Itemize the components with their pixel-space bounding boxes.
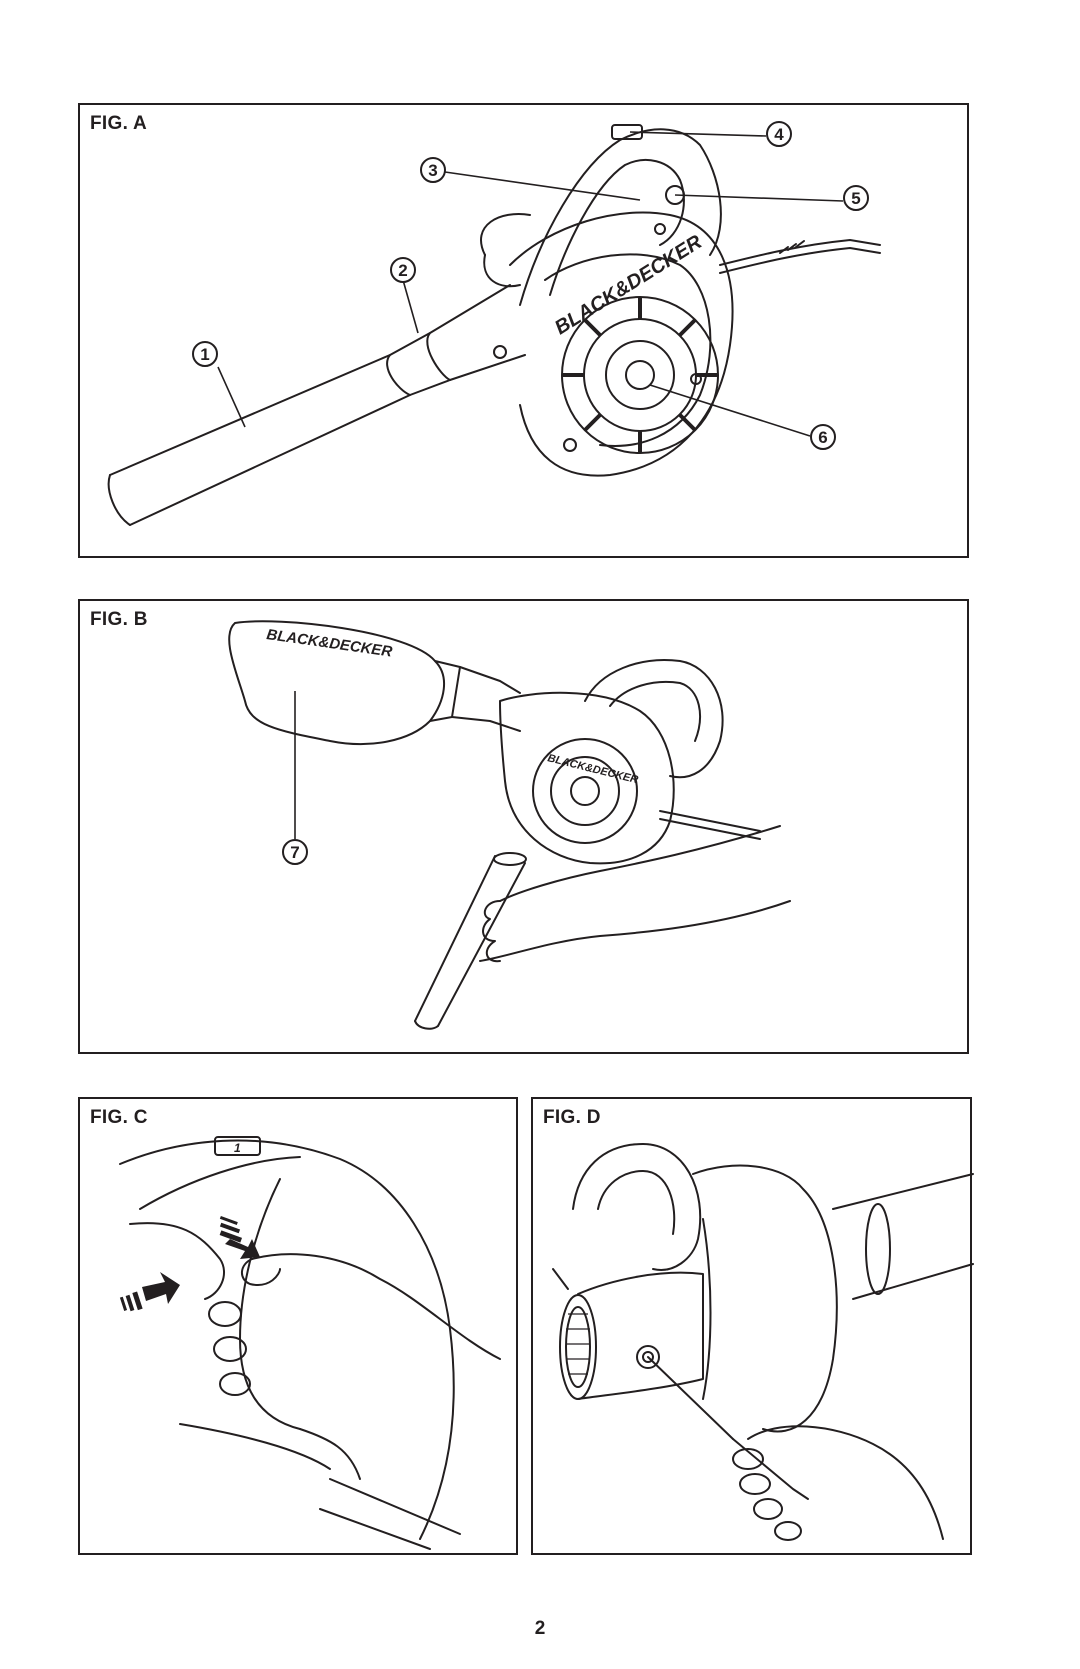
figure-d: FIG. D — [531, 1097, 974, 1555]
callout-7: 7 — [282, 839, 308, 865]
figure-c: FIG. C 1 — [78, 1097, 518, 1555]
callout-4: 4 — [766, 121, 792, 147]
switch-marking: 1 — [234, 1141, 241, 1155]
figure-b: FIG. B BLACK&DE — [78, 599, 969, 1054]
callout-1: 1 — [192, 341, 218, 367]
brush-inspection-illustration — [552, 1143, 974, 1541]
bag-brand-logo: BLACK&DECKER — [265, 626, 393, 660]
figure-a: FIG. A — [78, 103, 969, 558]
switch-operation-illustration: 1 — [119, 1136, 501, 1550]
figure-b-label: FIG. B — [90, 609, 148, 630]
blower-with-bag-illustration: BLACK&DECKER BLACK&DECKER — [228, 620, 791, 1030]
callout-5: 5 — [843, 185, 869, 211]
page-number: 2 — [534, 1618, 546, 1639]
figure-a-label: FIG. A — [90, 113, 148, 134]
callout-6: 6 — [810, 424, 836, 450]
callout-3: 3 — [420, 157, 446, 183]
brand-logo: BLACK&DECKER — [551, 231, 706, 339]
callout-2: 2 — [390, 257, 416, 283]
blower-illustration: BLACK&DECKER — [107, 124, 881, 526]
figure-d-label: FIG. D — [543, 1107, 601, 1128]
figure-c-label: FIG. C — [90, 1107, 148, 1128]
